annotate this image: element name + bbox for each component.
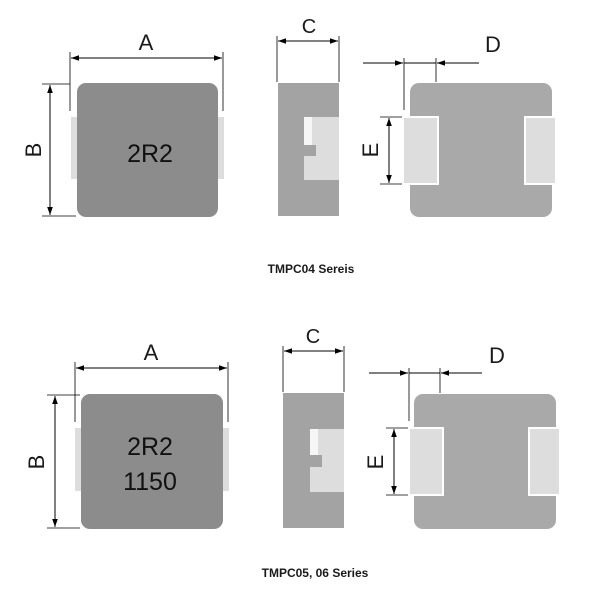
tmpc04-marking-line-1: 2R2 (127, 140, 173, 168)
tmpc04-bottom-body (410, 83, 552, 217)
tmpc04-dimension-c-label: C (302, 16, 316, 38)
tmpc05-06-dimension-a-label: A (144, 340, 159, 365)
tmpc05-06-dimension-b-label: B (24, 455, 49, 470)
tmpc04-top-view: 2R2 A B (21, 30, 224, 217)
tmpc04-caption: TMPC04 Sereis (268, 262, 355, 276)
tmpc05-06-top-body (81, 394, 223, 529)
tmpc05-06-dimension-d-label: D (489, 343, 505, 368)
tmpc05-06-marking-line-1: 2R2 (127, 433, 173, 461)
tmpc05-06-series-drawing: 2R2 1150 A B C (24, 326, 561, 580)
tmpc04-side-terminal (304, 117, 339, 180)
tmpc04-bottom-pad-left (402, 116, 439, 185)
tmpc05-06-bottom-pad-left (408, 427, 444, 496)
tmpc05-06-dimension-c-label: C (306, 326, 320, 348)
tmpc05-06-bottom-pad-right (528, 427, 561, 496)
tmpc05-06-bottom-body (414, 394, 556, 529)
tmpc04-series-drawing: 2R2 A B C (21, 16, 557, 276)
tmpc05-06-top-terminal-right (219, 428, 229, 491)
tmpc05-06-top-view: 2R2 1150 A B (24, 340, 229, 529)
tmpc05-06-caption: TMPC05, 06 Series (262, 566, 369, 580)
tmpc05-06-marking-line-2: 1150 (123, 468, 177, 496)
tmpc04-dimension-b-label: B (21, 143, 46, 158)
tmpc05-06-bottom-view: D E (363, 343, 561, 529)
tmpc05-06-top-terminal-left (75, 428, 85, 491)
tmpc04-side-view: C (276, 16, 340, 216)
tmpc04-dimension-e-label: E (358, 143, 383, 158)
tmpc04-top-terminal-left (71, 117, 81, 179)
tmpc04-dimension-a-label: A (139, 30, 154, 55)
tmpc04-dimension-d-label: D (485, 32, 501, 57)
tmpc04-bottom-pad-right (524, 116, 557, 185)
tmpc04-top-terminal-right (214, 117, 224, 179)
tmpc05-06-side-view: C (282, 326, 345, 528)
tmpc05-06-dimension-e-label: E (363, 455, 388, 470)
tmpc05-06-side-terminal (310, 429, 344, 492)
tmpc04-bottom-view: D E (358, 32, 557, 217)
tmpc04-top-body (77, 83, 218, 217)
